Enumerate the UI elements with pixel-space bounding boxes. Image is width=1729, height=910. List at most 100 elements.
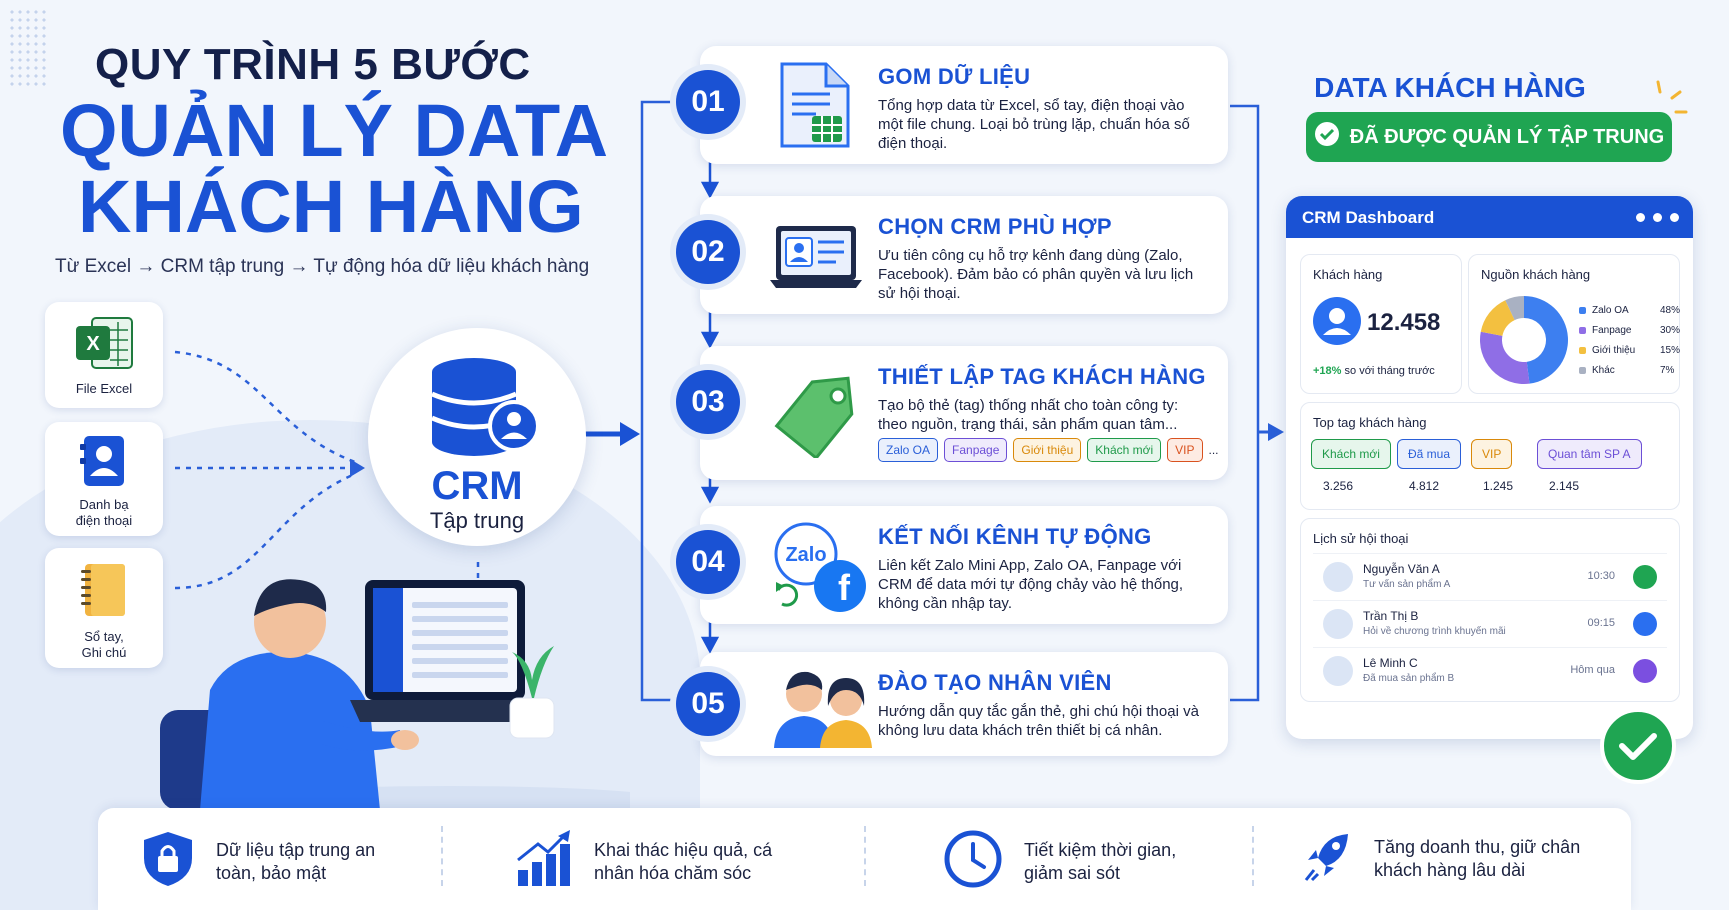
source-card-notebook: Sổ tay, Ghi chú	[45, 548, 163, 668]
legend-percent: 30%	[1660, 325, 1681, 336]
source-card-excel: X File Excel	[45, 302, 163, 408]
window-controls-icon[interactable]	[1636, 213, 1679, 222]
step-description: Liên kết Zalo Mini App, Zalo OA, Fanpage…	[878, 557, 1184, 612]
avatar	[1323, 656, 1353, 686]
source-label: File Excel	[75, 381, 133, 396]
source-label: Sổ tay, Ghi chú	[81, 629, 127, 660]
dashboard-title: CRM Dashboard	[1302, 208, 1435, 227]
tag-icon	[768, 368, 862, 461]
top-tag[interactable]: VIP	[1471, 439, 1513, 469]
avatar	[1323, 562, 1353, 592]
benefit-item: Tiết kiệm thời gian, giảm sai sót	[944, 830, 1194, 893]
data-status-title: DATA KHÁCH HÀNG	[1314, 72, 1586, 103]
legend-percent: 15%	[1660, 345, 1681, 356]
step-description: Tổng hợp data từ Excel, sổ tay, điện tho…	[878, 97, 1190, 152]
step-number: 04	[676, 530, 740, 594]
top-tag[interactable]: Quan tâm SP A	[1537, 439, 1642, 469]
source-card-contacts: Danh bạ điện thoại	[45, 422, 163, 536]
legend-name: Giới thiệu	[1592, 345, 1636, 356]
conversation-snippet: Đã mua sản phẩm B	[1363, 673, 1455, 684]
top-tag-count: 1.245	[1483, 479, 1514, 493]
avatar	[1323, 609, 1353, 639]
shield-lock-icon	[142, 830, 194, 893]
spreadsheet-icon	[768, 60, 862, 150]
laptop-profile-icon	[768, 210, 862, 300]
contact-name: Trần Thị B	[1363, 609, 1419, 623]
legend-percent: 48%	[1660, 305, 1681, 316]
step-number: 02	[676, 220, 740, 284]
card-title: Lịch sử hội thoại	[1313, 531, 1409, 546]
step-tag: Giới thiệu	[1013, 438, 1082, 462]
legend-swatch	[1579, 367, 1586, 374]
rocket-icon	[1304, 830, 1352, 887]
contact-name: Lê Minh C	[1363, 656, 1418, 670]
card-title: Top tag khách hàng	[1313, 415, 1427, 430]
title-line-1: QUY TRÌNH 5 BƯỚC	[95, 40, 531, 89]
step-description: Tạo bộ thẻ (tag) thống nhất cho toàn côn…	[878, 397, 1179, 433]
crm-dashboard: CRM Dashboard Khách hàng 12.458 +18% so …	[1286, 196, 1693, 739]
notebook-icon	[45, 560, 163, 623]
step-title: ĐÀO TẠO NHÂN VIÊN	[878, 670, 1112, 695]
centralized-badge: ĐÃ ĐƯỢC QUẢN LÝ TẬP TRUNG	[1306, 112, 1672, 162]
benefits-bar: Dữ liệu tập trung an toàn, bảo mật Khai …	[98, 808, 1631, 910]
top-tag[interactable]: Khách mới	[1311, 439, 1391, 469]
chat-bubble-icon[interactable]	[1633, 659, 1657, 683]
zalo-label: Zalo	[785, 544, 826, 566]
donut-slice-3	[1505, 296, 1524, 321]
check-circle-icon	[1314, 121, 1340, 153]
benefit-text: Tăng doanh thu, giữ chân khách hàng lâu …	[1374, 836, 1581, 880]
legend-name: Zalo OA	[1592, 305, 1629, 316]
conversation-snippet: Hỏi về chương trình khuyến mãi	[1363, 626, 1506, 637]
step-description: Ưu tiên công cụ hỗ trợ kênh đang dùng (Z…	[878, 247, 1194, 302]
step-title: THIẾT LẬP TAG KHÁCH HÀNG	[878, 364, 1206, 389]
conversation-row[interactable]: Trần Thị B Hỏi về chương trình khuyến mãi…	[1313, 600, 1667, 646]
donut-slice-2	[1480, 300, 1515, 336]
source-label: Danh bạ điện thoại	[75, 497, 133, 528]
step-2: 02 CHỌN CRM PHÙ HỢP Ưu tiên công cụ hỗ t…	[676, 196, 1228, 314]
chat-bubble-icon[interactable]	[1633, 565, 1657, 589]
legend-name: Khác	[1592, 365, 1615, 376]
benefit-text: Khai thác hiệu quả, cá nhân hóa chăm sóc	[594, 839, 773, 883]
growth-chart-icon	[516, 830, 572, 893]
legend-swatch	[1579, 307, 1586, 314]
step-number: 03	[676, 370, 740, 434]
donut-slice-1	[1480, 331, 1530, 384]
benefit-item: Tăng doanh thu, giữ chân khách hàng lâu …	[1304, 830, 1584, 887]
benefit-item: Dữ liệu tập trung an toàn, bảo mật	[142, 830, 416, 893]
step-tag: VIP	[1167, 438, 1203, 462]
title-line-3: KHÁCH HÀNG	[78, 165, 584, 248]
contact-name: Nguyễn Văn A	[1363, 562, 1440, 576]
title-line-2: QUẢN LÝ DATA	[60, 89, 609, 172]
card-title: Nguồn khách hàng	[1481, 267, 1591, 282]
legend-name: Fanpage	[1592, 325, 1632, 336]
badge-label: ĐÃ ĐƯỢC QUẢN LÝ TẬP TRUNG	[1349, 125, 1665, 148]
step-tag: Fanpage	[944, 438, 1008, 462]
chat-bubble-icon[interactable]	[1633, 612, 1657, 636]
step-number: 05	[676, 672, 740, 736]
step-number: 01	[676, 70, 740, 134]
top-tag[interactable]: Đã mua	[1397, 439, 1462, 469]
database-user-icon	[430, 356, 540, 461]
conversation-time: 09:15	[1587, 617, 1615, 629]
step-3: 03 THIẾT LẬP TAG KHÁCH HÀNG Tạo bộ thẻ (…	[676, 346, 1228, 480]
top-tag-count: 2.145	[1549, 479, 1580, 493]
person-laptop-illustration	[150, 560, 670, 815]
crm-subtitle: Tập trung	[429, 508, 525, 533]
legend-swatch	[1579, 347, 1586, 354]
customer-count: 12.458	[1367, 309, 1441, 336]
crm-hub: CRM Tập trung	[368, 328, 586, 546]
legend-item: Giới thiệu 15%	[1579, 345, 1680, 356]
step-1: 01 GOM DỮ LIỆU Tổng hợp data từ Excel, s…	[676, 46, 1228, 164]
clock-icon	[944, 830, 1002, 893]
top-tag-count: 3.256	[1323, 479, 1354, 493]
source-donut-chart	[1480, 296, 1568, 384]
svg-text:f: f	[838, 567, 851, 608]
card-title: Khách hàng	[1313, 267, 1383, 282]
